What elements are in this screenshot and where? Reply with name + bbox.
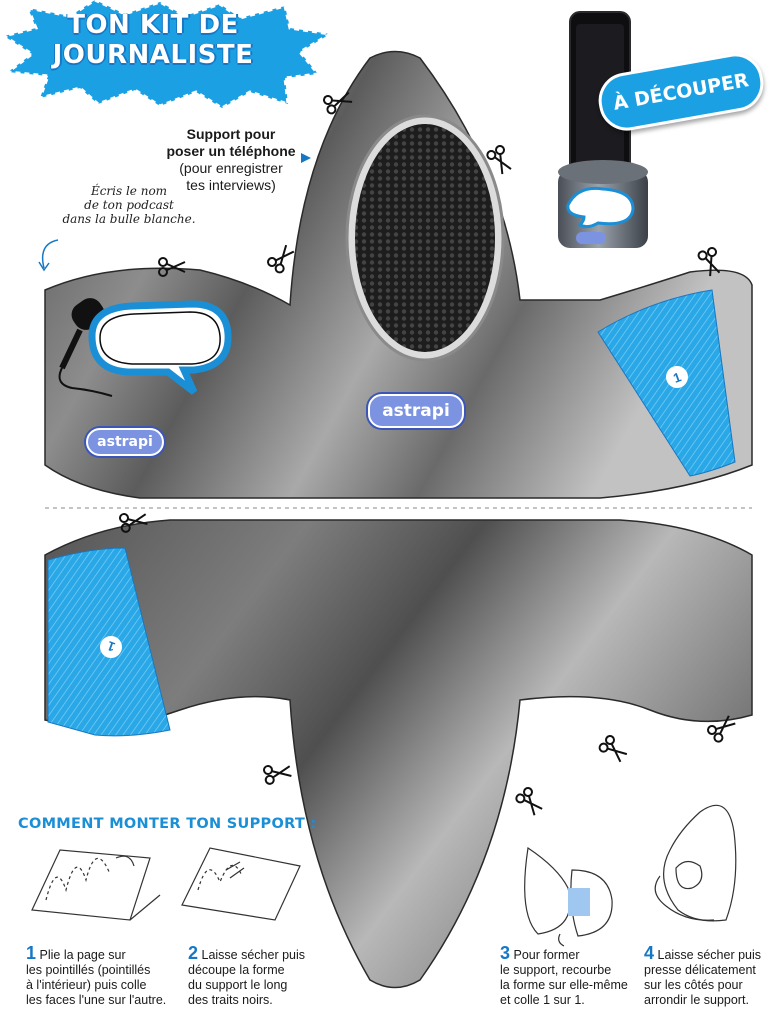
note-line-1: Écris le nom xyxy=(90,184,168,198)
scissors-icon xyxy=(515,787,543,816)
scissors-icon xyxy=(119,513,148,533)
step-4-sketch xyxy=(654,804,737,922)
scissors-icon xyxy=(707,715,736,743)
howto-title: COMMENT MONTER TON SUPPORT : xyxy=(18,816,317,832)
title-line-2: JOURNALISTE xyxy=(52,40,254,70)
step-text: des traits noirs. xyxy=(188,993,273,1007)
page-title: TON KIT DE JOURNALISTE xyxy=(48,10,258,70)
step-text: presse délicatement xyxy=(644,963,756,977)
step-3-sketch xyxy=(524,846,613,947)
caption-line-2: poser un téléphone xyxy=(166,143,296,159)
step-text: sur les côtés pour xyxy=(644,978,743,992)
step-text: Plie la page sur xyxy=(39,948,126,962)
step-text: la forme sur elle-même xyxy=(500,978,628,992)
step-text: les faces l'une sur l'autre. xyxy=(26,993,167,1007)
step-number: 2 xyxy=(188,943,199,963)
step-number: 1 xyxy=(26,943,37,963)
step-number: 4 xyxy=(644,943,655,963)
scissors-icon xyxy=(697,247,721,277)
step-text: et colle 1 sur 1. xyxy=(500,993,585,1007)
caption-line-1: Support pour xyxy=(186,126,276,142)
support-caption: Support pour poser un téléphone (pour en… xyxy=(166,126,296,194)
howto-step-4: 4 Laisse sécher puis presse délicatement… xyxy=(644,943,766,1008)
scissors-icon xyxy=(158,257,186,277)
hand-note: Écris le nom de ton podcast dans la bull… xyxy=(54,184,204,226)
step-text: les pointillés (pointillés xyxy=(26,963,151,977)
curved-arrow-icon xyxy=(38,239,59,272)
brand-logo: astrapi xyxy=(86,428,164,456)
step-text: du support le long xyxy=(188,978,288,992)
scissors-icon xyxy=(486,145,512,175)
note-line-2: de ton podcast xyxy=(84,198,174,212)
step-text: Laisse sécher puis xyxy=(657,948,762,962)
howto-step-1: 1 Plie la page sur les pointillés (point… xyxy=(26,943,176,1008)
howto-step-3: 3 Pour former le support, recourbe la fo… xyxy=(500,943,630,1008)
step-text: à l'intérieur) puis colle xyxy=(26,978,147,992)
caption-line-3: (pour enregistrer xyxy=(179,160,283,176)
scissors-icon xyxy=(267,244,295,274)
step-2-sketch xyxy=(181,847,301,921)
step-text: Laisse sécher puis xyxy=(201,948,306,962)
step-text: Pour former xyxy=(513,948,580,962)
step-text: découpe la forme xyxy=(188,963,285,977)
scissors-icon xyxy=(598,735,628,763)
arrow-right-icon xyxy=(301,153,311,163)
scissors-icon xyxy=(263,765,292,785)
step-1-sketch xyxy=(31,849,161,921)
step-number: 3 xyxy=(500,943,511,963)
caption-line-4: tes interviews) xyxy=(186,177,276,193)
lower-panel xyxy=(44,519,753,989)
glue-zone-top xyxy=(597,289,736,477)
title-starburst xyxy=(0,0,335,110)
note-line-3: dans la bulle blanche. xyxy=(62,212,196,226)
scissors-icon xyxy=(323,91,353,115)
howto-step-2: 2 Laisse sécher puis découpe la forme du… xyxy=(188,943,318,1008)
step-text: le support, recourbe xyxy=(500,963,612,977)
brand-logo: astrapi xyxy=(368,394,464,428)
title-line-1: TON KIT DE xyxy=(67,10,239,40)
step-text: arrondir le support. xyxy=(644,993,749,1007)
